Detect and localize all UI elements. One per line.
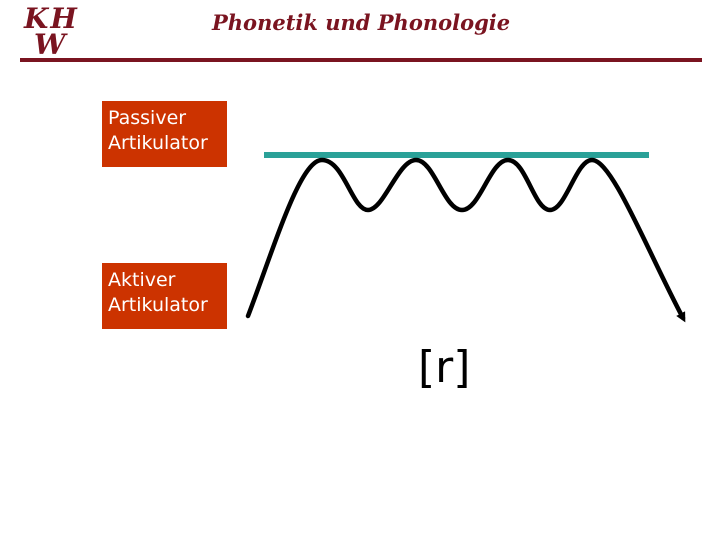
passive-articulator-label: Passiver Artikulator <box>102 101 227 167</box>
active-articulator-curve <box>245 157 686 323</box>
header-divider <box>20 58 702 62</box>
active-articulator-label: Aktiver Artikulator <box>102 263 227 329</box>
active-label-line1: Aktiver <box>108 269 176 291</box>
passive-label-line2: Artikulator <box>108 132 208 154</box>
page-title: Phonetik und Phonologie <box>212 10 511 35</box>
logo-kh-text: KH <box>24 2 79 35</box>
ipa-symbol: [r] <box>418 342 471 393</box>
passive-label-line1: Passiver <box>108 107 187 129</box>
khw-logo: KH W <box>22 2 92 61</box>
active-label-line2: Artikulator <box>108 294 208 316</box>
logo-w-text: W <box>34 28 66 61</box>
